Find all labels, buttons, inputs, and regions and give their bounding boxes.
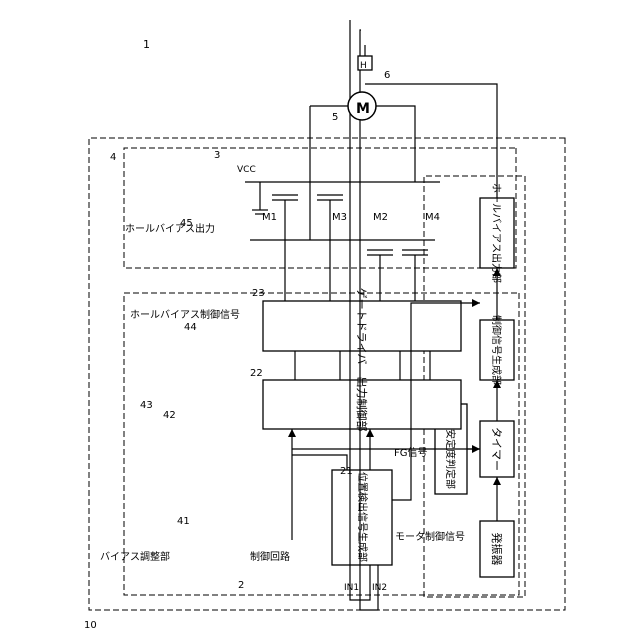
ref-43: 43 bbox=[140, 400, 153, 411]
ref-22: 22 bbox=[250, 368, 263, 379]
wire-pos-fg bbox=[292, 455, 347, 470]
block-output-control-label: 出力制御部 bbox=[355, 377, 369, 432]
ref-4: 4 bbox=[110, 152, 116, 163]
block-position-detect-label: 位置検出信号生成部 bbox=[356, 472, 369, 562]
hall-label: H bbox=[360, 61, 367, 71]
hall-bias-control-label: ホールバイアス制御信号 bbox=[130, 308, 240, 321]
m4-label: M4 bbox=[425, 212, 440, 223]
fg-signal-label: FG信号 bbox=[394, 447, 428, 459]
mosfet-m2 bbox=[317, 195, 343, 200]
ref-23: 23 bbox=[252, 288, 265, 299]
wire-hall-bias-to-sensor bbox=[365, 84, 497, 198]
m1-label: M1 bbox=[262, 212, 277, 223]
in1-label: IN1 bbox=[344, 583, 359, 593]
block-output-control: 出力制御部 bbox=[263, 377, 461, 432]
ref-41: 41 bbox=[177, 516, 190, 527]
block-timer: タイマー bbox=[480, 421, 514, 477]
block-oscillator: 発振器 bbox=[480, 521, 514, 577]
block-gate-driver: ゲートドライバ bbox=[263, 288, 461, 365]
arrow-pos-ctrlgen bbox=[472, 299, 480, 307]
m3-label: M3 bbox=[332, 212, 347, 223]
block-control-signal-gen-label: 制御信号生成部 bbox=[490, 315, 503, 385]
mosfet-m4 bbox=[272, 195, 298, 200]
block-oscillator-label: 発振器 bbox=[490, 533, 504, 566]
enclosure-3-power-stage bbox=[124, 148, 516, 268]
control-circuit-label: 制御回路 bbox=[250, 550, 290, 563]
arrow-motor-control bbox=[288, 429, 296, 437]
wire-motor-b bbox=[400, 106, 415, 182]
block-control-signal-gen: 制御信号生成部 bbox=[480, 315, 514, 385]
motor-symbol bbox=[310, 92, 400, 120]
ref-6: 6 bbox=[384, 70, 390, 81]
ref-10: 10 bbox=[84, 620, 97, 631]
ref-42: 42 bbox=[163, 410, 176, 421]
ref-21: 21 bbox=[340, 466, 353, 477]
ref-3: 3 bbox=[214, 150, 220, 161]
ref-44: 44 bbox=[184, 322, 197, 333]
arrow-fg-timer bbox=[472, 445, 480, 453]
ref-5: 5 bbox=[332, 112, 338, 123]
motor-label: M bbox=[356, 101, 370, 117]
block-timer-label: タイマー bbox=[490, 427, 503, 471]
in2-label: IN2 bbox=[372, 583, 387, 593]
hall-bias-out-label: ホールバイアス出力 bbox=[125, 222, 215, 235]
mosfet-m3 bbox=[367, 250, 393, 255]
ref-2: 2 bbox=[238, 580, 244, 591]
ref-1: 1 bbox=[143, 38, 150, 51]
arrow-osc-timer bbox=[493, 477, 501, 485]
block-gate-driver-label: ゲートドライバ bbox=[355, 288, 368, 365]
motor-control-signal-label: モータ制御信号 bbox=[395, 530, 465, 543]
m2-label: M2 bbox=[373, 212, 388, 223]
block-position-detect: 位置検出信号生成部 bbox=[332, 470, 392, 565]
vcc-label: VCC bbox=[237, 165, 256, 175]
bias-adjust-label: バイアス調整部 bbox=[100, 550, 170, 563]
